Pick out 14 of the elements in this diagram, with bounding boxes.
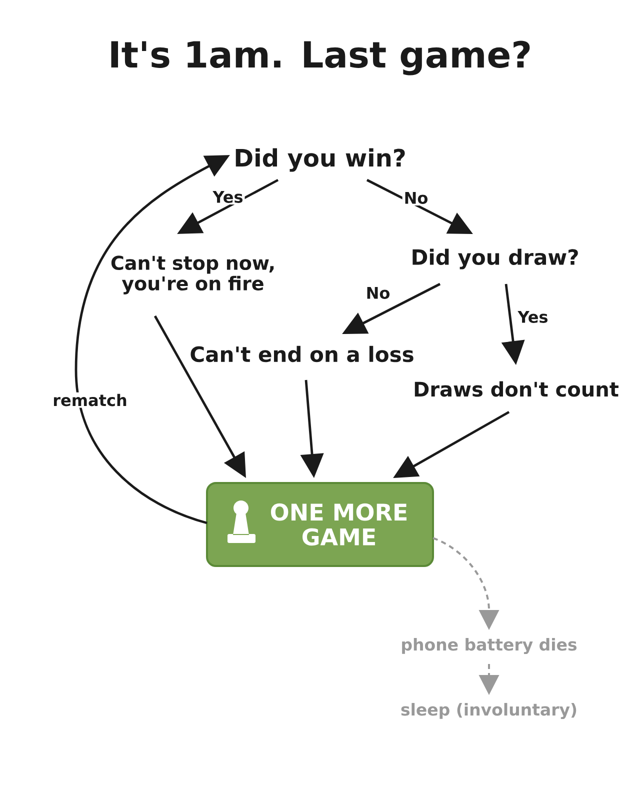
edge-label: No [364, 286, 392, 300]
note-text: sleep (involuntary) [401, 702, 576, 720]
note-text: phone battery dies [402, 638, 577, 654]
outcome-text: Can't end on a loss [190, 346, 414, 362]
edge-label: rematch [51, 392, 129, 408]
edge-label: Yes [211, 190, 245, 204]
title: It's 1am. Last game? [111, 40, 530, 76]
edge-label: No [402, 190, 430, 206]
question-text: Did you draw? [412, 248, 578, 270]
rounded-box: ONE MORE GAME [206, 482, 434, 567]
edge-label: Yes [516, 310, 550, 324]
outcome-text: Draws don't count [414, 381, 618, 397]
question-text: Did you win? [236, 148, 405, 172]
outcome-text: Can't stop now, you're on fire [111, 256, 274, 294]
